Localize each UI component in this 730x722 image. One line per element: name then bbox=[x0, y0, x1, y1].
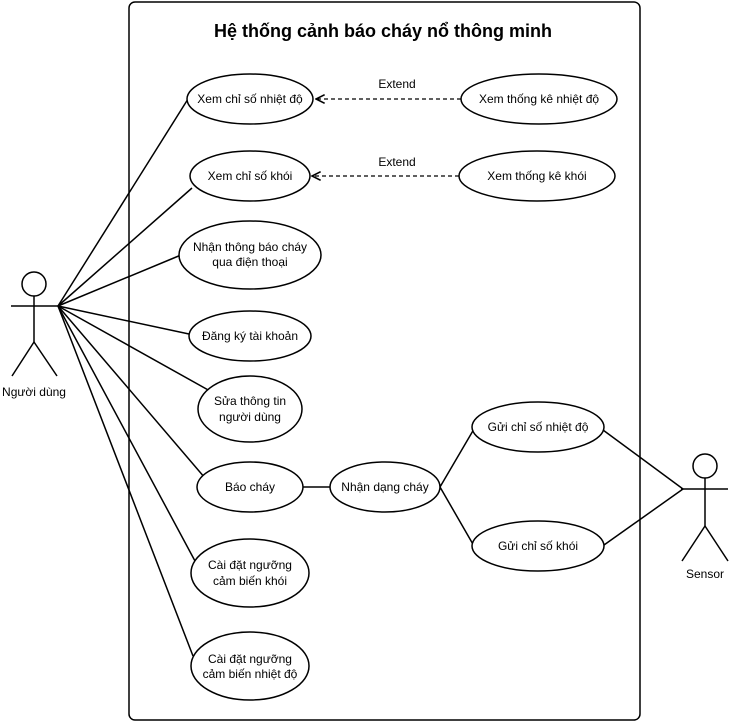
extend-label-smoke: Extend bbox=[378, 155, 415, 169]
svg-text:Xem thống kê khói: Xem thống kê khói bbox=[487, 169, 586, 183]
svg-text:Cài đặt ngưỡng: Cài đặt ngưỡng bbox=[208, 652, 292, 666]
stick-figure-icon bbox=[681, 453, 729, 562]
system-title: Hệ thống cảnh báo cháy nổ thông minh bbox=[214, 21, 552, 41]
use-case-set-temp-threshold[interactable]: Cài đặt ngưỡng cảm biến nhiệt độ bbox=[190, 631, 310, 701]
use-case-report-fire[interactable]: Báo cháy bbox=[196, 461, 304, 513]
svg-text:cảm biến nhiệt độ: cảm biến nhiệt độ bbox=[203, 667, 298, 681]
svg-text:qua điện thoại: qua điện thoại bbox=[212, 255, 287, 269]
svg-text:cảm biến khói: cảm biến khói bbox=[213, 574, 287, 588]
user-associations bbox=[57, 98, 211, 657]
svg-text:Xem chỉ số khói: Xem chỉ số khói bbox=[208, 169, 293, 183]
assoc-user-register bbox=[57, 305, 190, 335]
svg-text:Sửa thông tin: Sửa thông tin bbox=[214, 394, 286, 408]
svg-text:Đăng ký tài khoản: Đăng ký tài khoản bbox=[202, 329, 298, 343]
svg-text:Xem thống kê nhiệt độ: Xem thống kê nhiệt độ bbox=[479, 92, 599, 106]
assoc-detect-send-temp bbox=[439, 428, 475, 488]
assoc-user-set-smoke bbox=[57, 305, 196, 562]
svg-text:Nhận thông báo cháy: Nhận thông báo cháy bbox=[193, 240, 307, 254]
actor-sensor-label: Sensor bbox=[686, 567, 724, 581]
assoc-sensor-send-temp bbox=[602, 429, 684, 490]
svg-text:Cài đặt ngưỡng: Cài đặt ngưỡng bbox=[208, 558, 292, 572]
assoc-user-report-fire bbox=[57, 305, 206, 479]
use-case-edit-user[interactable]: Sửa thông tin người dùng bbox=[197, 375, 303, 443]
assoc-user-view-temp bbox=[57, 98, 189, 307]
use-case-send-smoke[interactable]: Gửi chỉ số khói bbox=[471, 520, 605, 572]
extend-label-temp: Extend bbox=[378, 77, 415, 91]
use-case-view-smoke[interactable]: Xem chỉ số khói bbox=[189, 150, 311, 202]
svg-text:Xem chỉ số nhiệt độ: Xem chỉ số nhiệt độ bbox=[197, 92, 303, 106]
svg-text:Báo cháy: Báo cháy bbox=[225, 480, 275, 494]
stick-figure-icon bbox=[11, 271, 58, 377]
use-case-receive-alert[interactable]: Nhận thông báo cháy qua điện thoại bbox=[178, 220, 322, 290]
assoc-user-edit-user bbox=[57, 305, 211, 392]
use-case-detect-fire[interactable]: Nhận dạng cháy bbox=[329, 461, 441, 513]
use-case-register[interactable]: Đăng ký tài khoản bbox=[188, 310, 312, 362]
actor-user-label: Người dùng bbox=[2, 385, 66, 399]
use-case-view-temp[interactable]: Xem chỉ số nhiệt độ bbox=[186, 73, 314, 125]
actor-user[interactable]: Người dùng bbox=[2, 271, 66, 399]
svg-text:Gửi chỉ số khói: Gửi chỉ số khói bbox=[498, 539, 578, 553]
use-case-set-smoke-threshold[interactable]: Cài đặt ngưỡng cảm biến khói bbox=[190, 538, 310, 608]
svg-text:Gửi chỉ số nhiệt độ: Gửi chỉ số nhiệt độ bbox=[488, 420, 589, 434]
assoc-user-view-smoke bbox=[57, 187, 193, 307]
assoc-user-set-temp bbox=[57, 305, 194, 657]
assoc-detect-send-smoke bbox=[439, 486, 475, 547]
use-case-temp-stats[interactable]: Xem thống kê nhiệt độ bbox=[460, 73, 618, 125]
svg-text:Nhận dạng cháy: Nhận dạng cháy bbox=[341, 480, 428, 494]
use-case-send-temp[interactable]: Gửi chỉ số nhiệt độ bbox=[471, 401, 605, 453]
use-case-smoke-stats[interactable]: Xem thống kê khói bbox=[458, 150, 616, 202]
assoc-user-receive-alert bbox=[57, 254, 182, 307]
actor-sensor[interactable]: Sensor bbox=[681, 453, 729, 581]
svg-text:người dùng: người dùng bbox=[219, 410, 281, 424]
assoc-sensor-send-smoke bbox=[603, 488, 684, 546]
